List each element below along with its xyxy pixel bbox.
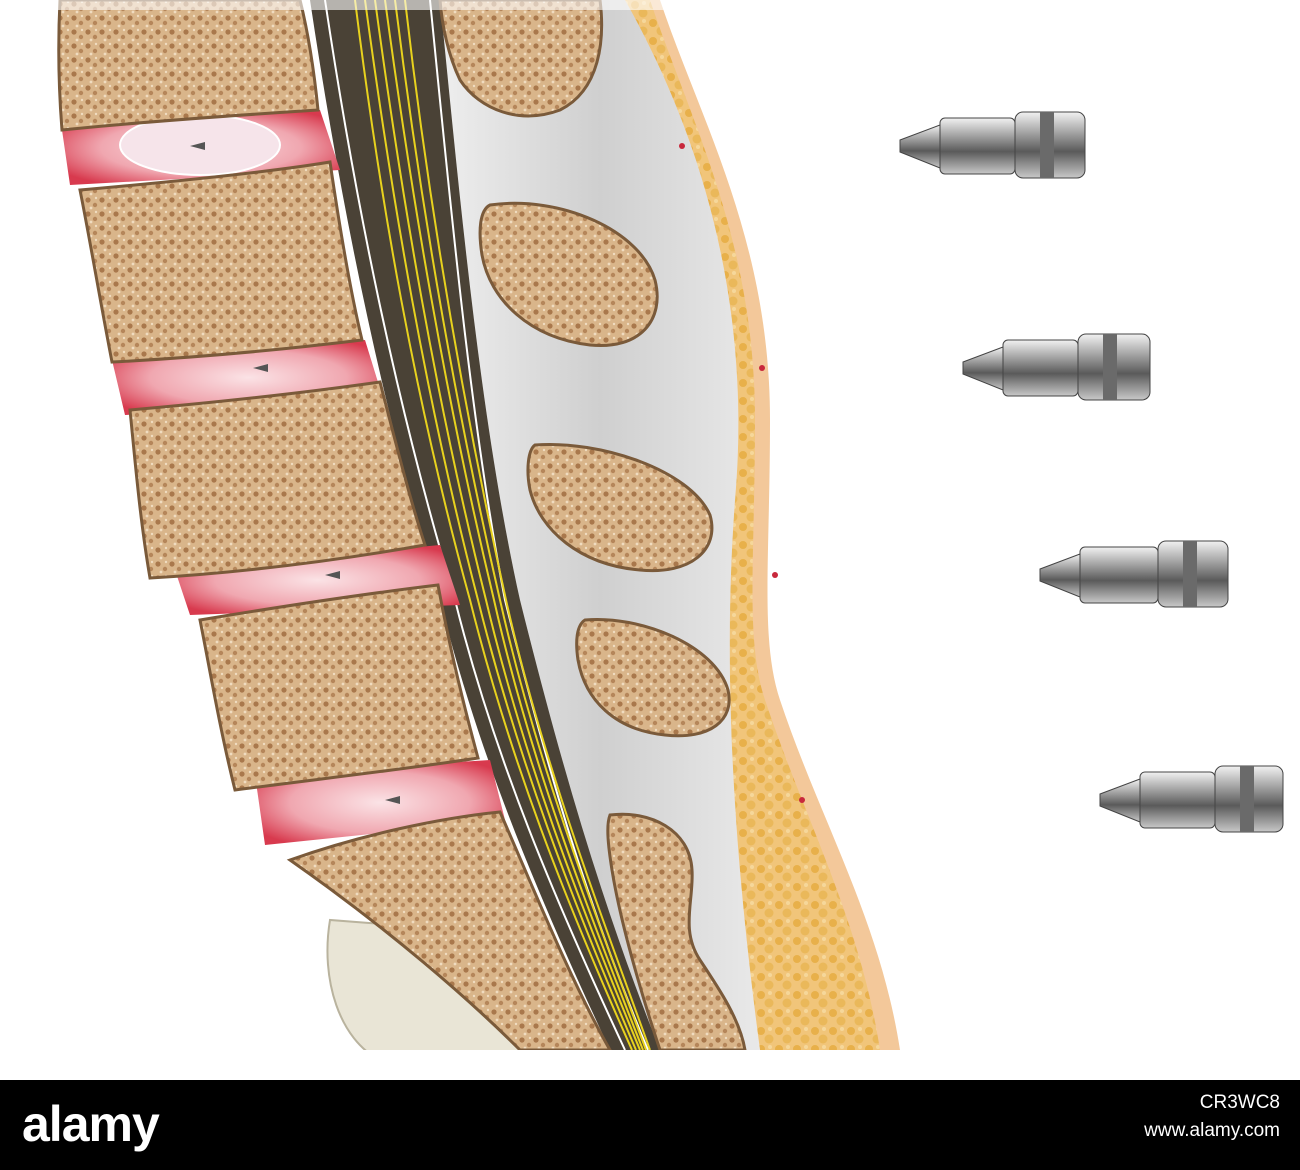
image-id-label: CR3WC8	[1199, 1092, 1280, 1113]
needle-2-skin-entry	[759, 365, 765, 371]
needle-2-hub	[1002, 339, 1079, 397]
vertebra-4	[198, 583, 480, 792]
needle-2-hub-groove	[1103, 334, 1117, 400]
brand-logo: alamy	[22, 1096, 160, 1152]
needle-1-hub-groove	[1040, 112, 1054, 178]
needle-3-tip	[325, 571, 340, 579]
needle-4-tip	[385, 796, 400, 804]
needle-4-hub-cone	[1099, 778, 1141, 823]
needle-4-hub	[1139, 771, 1216, 829]
nerve-bundle	[354, 0, 651, 1051]
vertebra-2	[78, 160, 364, 364]
needle-2-tip	[253, 364, 268, 372]
site-url-label: www.alamy.com	[1144, 1120, 1280, 1141]
spinal-canal	[310, 0, 660, 1050]
vertebral-bodies	[57, 0, 613, 1052]
spinous-process-4	[575, 617, 731, 738]
skin-layer	[610, 0, 900, 1050]
needle-2-hub-cone	[962, 346, 1004, 391]
needle-4-skin-entry	[799, 797, 805, 803]
spinous-process-5	[606, 812, 747, 1052]
vertebra-5	[286, 810, 613, 1052]
spinous-process-2	[478, 201, 659, 348]
vertebra-3	[128, 380, 427, 580]
needle-1	[190, 111, 1086, 179]
needle-2	[253, 333, 1151, 401]
needle-4-hub-groove	[1240, 766, 1254, 832]
vertebra-1	[57, 0, 320, 132]
needle-1-hub	[939, 117, 1016, 175]
needle-1-hub-cone	[899, 124, 941, 169]
needle-4	[385, 765, 1284, 833]
spinous-process-3	[526, 442, 714, 573]
top-fade	[0, 0, 1300, 10]
fat-layer	[625, 0, 880, 1050]
needle-3-hub-cone	[1039, 553, 1081, 598]
needle-3-skin-entry	[772, 572, 778, 578]
bottom-fade	[0, 1050, 1300, 1080]
needle-3	[325, 540, 1229, 608]
needle-1-skin-entry	[679, 143, 685, 149]
needle-1-tip	[190, 142, 205, 150]
needle-3-hub-groove	[1183, 541, 1197, 607]
spinous-processes	[438, 0, 747, 1052]
spine-injection-illustration	[0, 0, 1300, 1080]
spinous-process-1	[438, 0, 604, 118]
watermark-footer: alamy CR3WC8 www.alamy.com	[0, 1080, 1300, 1170]
needle-3-hub	[1079, 546, 1159, 604]
